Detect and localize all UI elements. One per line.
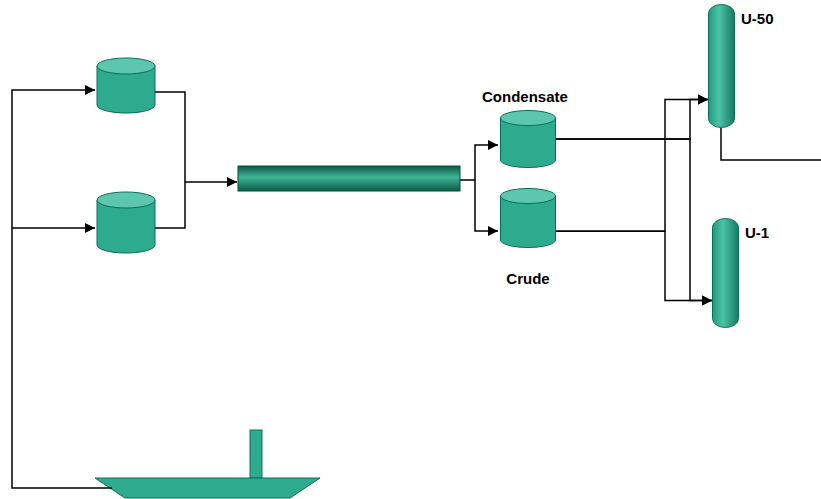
crude-tank: Crude	[500, 188, 556, 288]
tank-shape	[712, 218, 739, 328]
tank-shape	[500, 188, 556, 248]
node-label: U-50	[741, 10, 774, 28]
distillation-column: U-1	[712, 218, 769, 328]
tank-shape	[708, 4, 735, 128]
left-tank	[97, 192, 155, 253]
node-label: Crude	[506, 270, 549, 288]
node-label: U-1	[745, 224, 769, 242]
pipe-connector	[556, 231, 712, 300]
tank-shape	[500, 110, 556, 168]
distillation-column: U-50	[708, 4, 774, 128]
pipeline	[238, 166, 460, 191]
left-tank	[97, 58, 155, 113]
product-line	[721, 128, 821, 160]
node-label: Condensate	[482, 88, 568, 106]
condensate-tank: Condensate	[482, 88, 568, 168]
pipe-connector	[556, 99, 708, 139]
pipe-connector	[556, 139, 712, 301]
ship	[95, 430, 320, 498]
feed-line	[12, 90, 498, 488]
pipe-connector	[556, 99, 708, 231]
